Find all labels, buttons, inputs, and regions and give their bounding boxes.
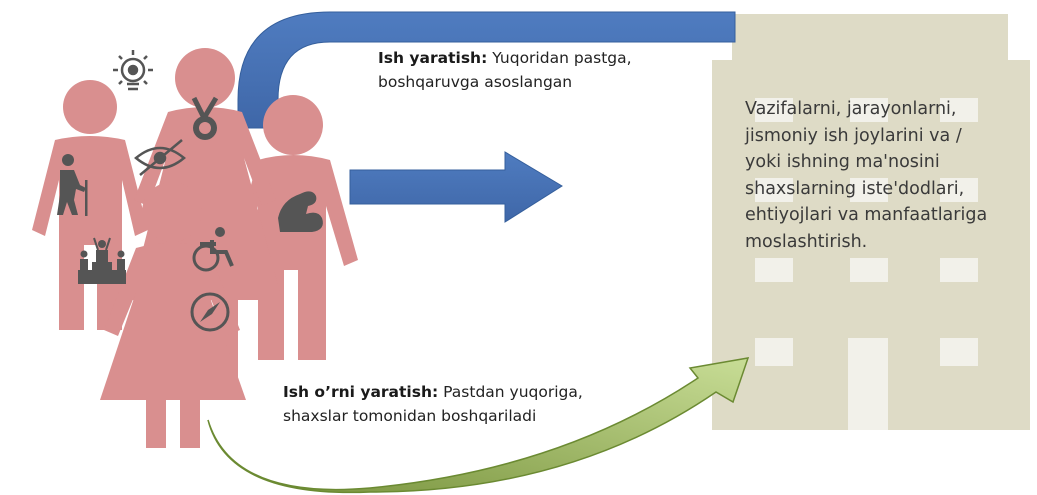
eye-slash-icon xyxy=(134,139,186,176)
bottom-up-label-title: Ish o’rni yaratish: xyxy=(283,383,439,401)
top-down-flow-arrow xyxy=(237,11,736,129)
office-building xyxy=(712,14,1030,430)
medal-icon xyxy=(191,96,219,140)
building-description: Vazifalarni, jarayonlarni, jismoniy ish … xyxy=(745,99,988,252)
podium-icon xyxy=(78,237,126,284)
lightbulb-icon xyxy=(113,50,153,91)
right-arrow xyxy=(349,151,563,223)
bottom-up-flow-arrow xyxy=(207,357,750,494)
person-right xyxy=(230,95,358,360)
bottom-up-label-text: Pastdan yuqoriga, shaxslar tomonidan bos… xyxy=(283,383,583,425)
bottom-up-label: Ish o’rni yaratish: Pastdan yuqoriga, sh… xyxy=(283,380,643,428)
building-windows xyxy=(755,98,978,430)
elderly-walker-icon xyxy=(57,154,88,216)
top-down-label-title: Ish yaratish: xyxy=(378,49,488,67)
flexed-arm-icon xyxy=(278,191,323,232)
top-down-label-text: Yuqoridan pastga, boshqaruvga asoslangan xyxy=(378,49,632,91)
top-down-label: Ish yaratish: Yuqoridan pastga, boshqaru… xyxy=(378,46,698,94)
compass-icon xyxy=(190,292,230,332)
wheelchair-icon xyxy=(192,227,234,272)
